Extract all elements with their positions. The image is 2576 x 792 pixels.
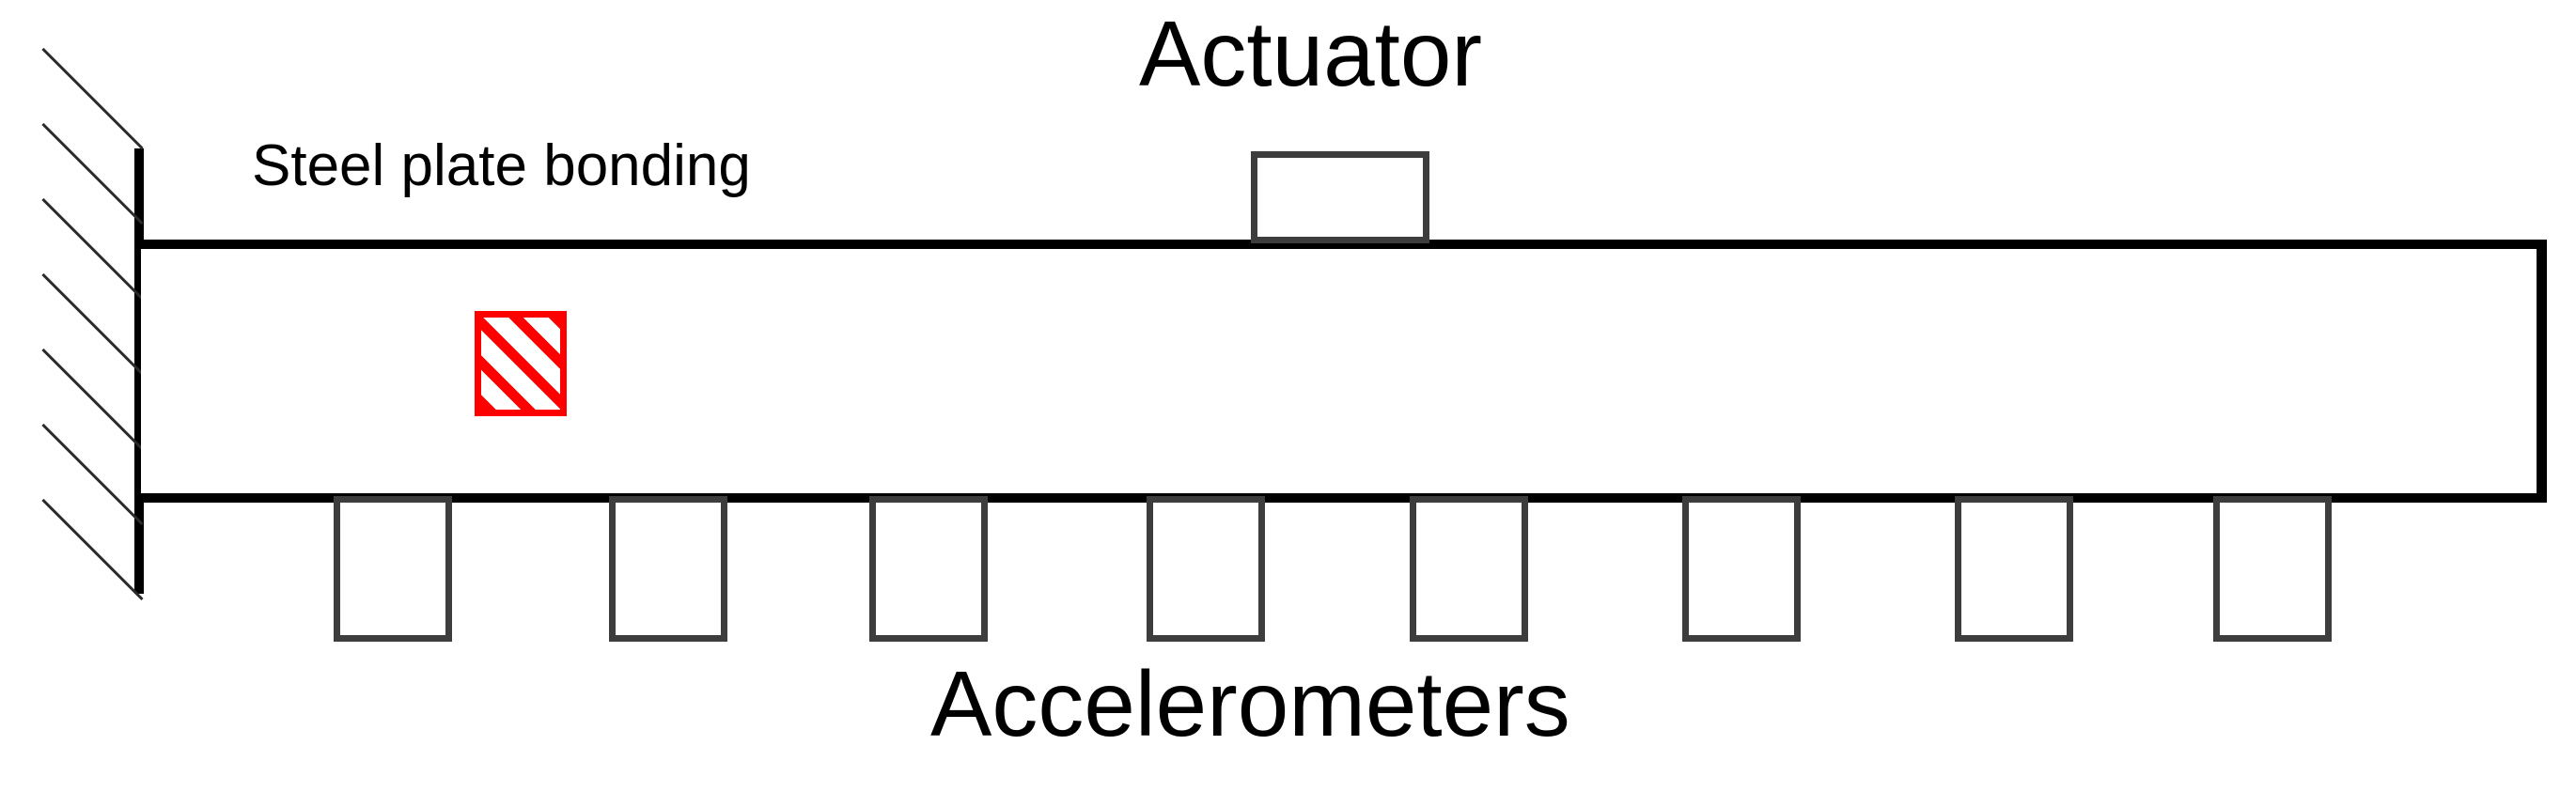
wall-hatch-line-7 xyxy=(41,498,144,601)
wall-hatch-line-3 xyxy=(41,197,144,301)
accelerometers-label: Accelerometers xyxy=(930,652,1570,755)
fixed-support-wall xyxy=(0,47,150,658)
wall-hatch-line-1 xyxy=(41,47,144,150)
actuator-box xyxy=(1251,151,1429,243)
accelerometer-7 xyxy=(1955,496,2073,642)
steel-plate-bonding-patch xyxy=(475,311,567,416)
accelerometer-8 xyxy=(2213,496,2332,642)
accelerometer-4 xyxy=(1147,496,1265,642)
wall-hatch-line-5 xyxy=(41,348,144,451)
accelerometer-1 xyxy=(334,496,452,642)
steel-plate-bonding-label: Steel plate bonding xyxy=(252,133,751,198)
actuator-label: Actuator xyxy=(1139,2,1482,105)
wall-hatch-line-2 xyxy=(41,122,144,225)
accelerometer-6 xyxy=(1682,496,1801,642)
accelerometer-2 xyxy=(609,496,727,642)
wall-hatch-line-4 xyxy=(41,272,144,376)
wall-hatch-line-6 xyxy=(41,423,144,526)
accelerometer-5 xyxy=(1410,496,1528,642)
accelerometer-3 xyxy=(869,496,988,642)
